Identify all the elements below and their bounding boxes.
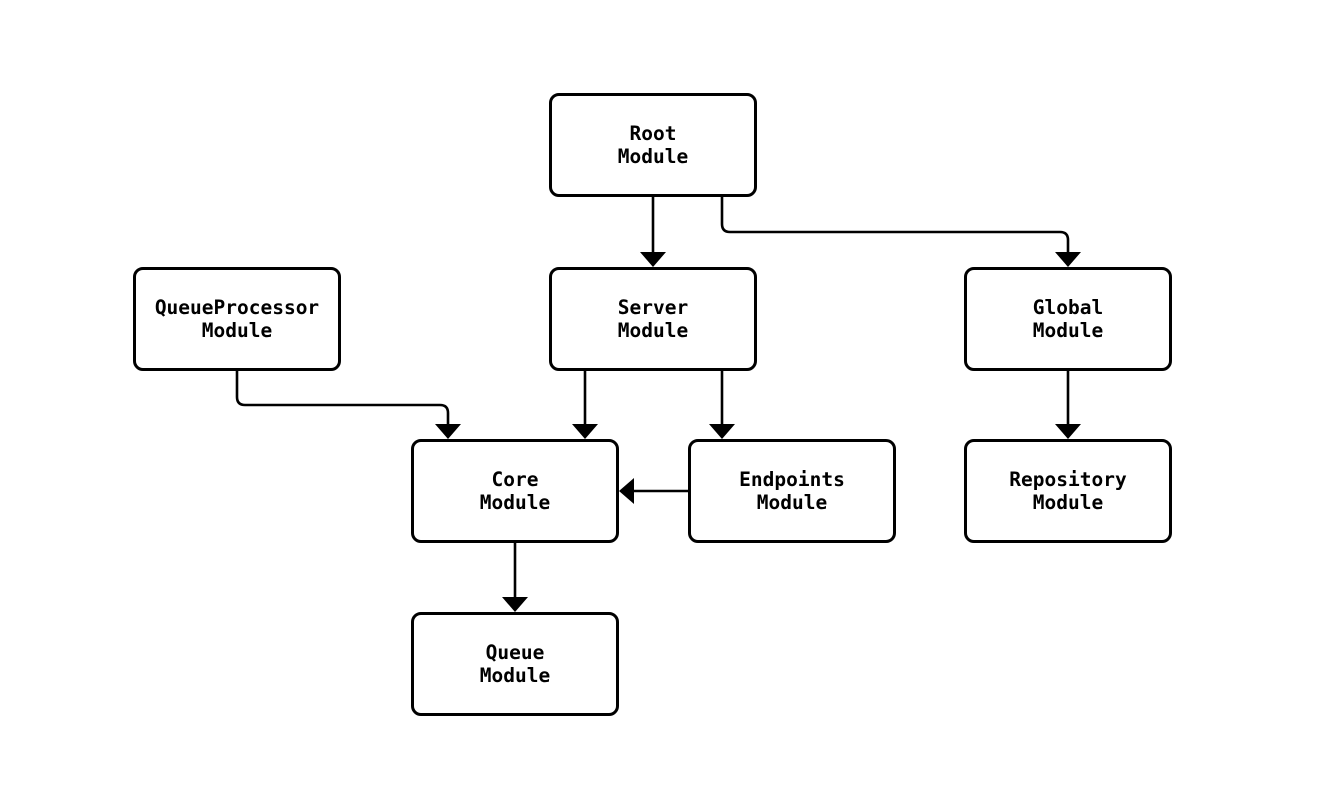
node-label-line1: Repository <box>1009 468 1127 491</box>
node-label-line1: QueueProcessor <box>154 296 320 319</box>
node-label-line2: Module <box>201 319 273 342</box>
edge-queueprocessor-module-to-core-module <box>235 371 450 426</box>
node-label-line1: Server <box>617 296 689 319</box>
node-label-line2: Module <box>1032 491 1104 514</box>
arrowhead-endpoints-module-to-core-module <box>619 478 634 504</box>
node-label-line2: Module <box>756 491 828 514</box>
node-label-line1: Global <box>1032 296 1104 319</box>
arrowhead-core-module-to-queue-module <box>502 597 528 612</box>
node-label-line1: Endpoints <box>739 468 845 491</box>
arrowhead-queueprocessor-module-to-core-module <box>435 424 461 439</box>
node-label-line1: Core <box>491 468 539 491</box>
node-label-line1: Queue <box>485 641 545 664</box>
arrowhead-server-module-to-endpoints-module <box>709 424 735 439</box>
arrowhead-global-module-to-repository-module <box>1055 424 1081 439</box>
node-label-line2: Module <box>1032 319 1104 342</box>
arrowhead-root-module-to-server-module <box>640 252 666 267</box>
edge-root-module-to-global-module <box>720 197 1070 254</box>
node-label-line2: Module <box>479 491 551 514</box>
node-label-line2: Module <box>617 319 689 342</box>
node-label-line1: Root <box>629 122 677 145</box>
node-label-line2: Module <box>617 145 689 168</box>
arrowhead-root-module-to-global-module <box>1055 252 1081 267</box>
arrowhead-server-module-to-core-module <box>572 424 598 439</box>
node-label-line2: Module <box>479 664 551 687</box>
